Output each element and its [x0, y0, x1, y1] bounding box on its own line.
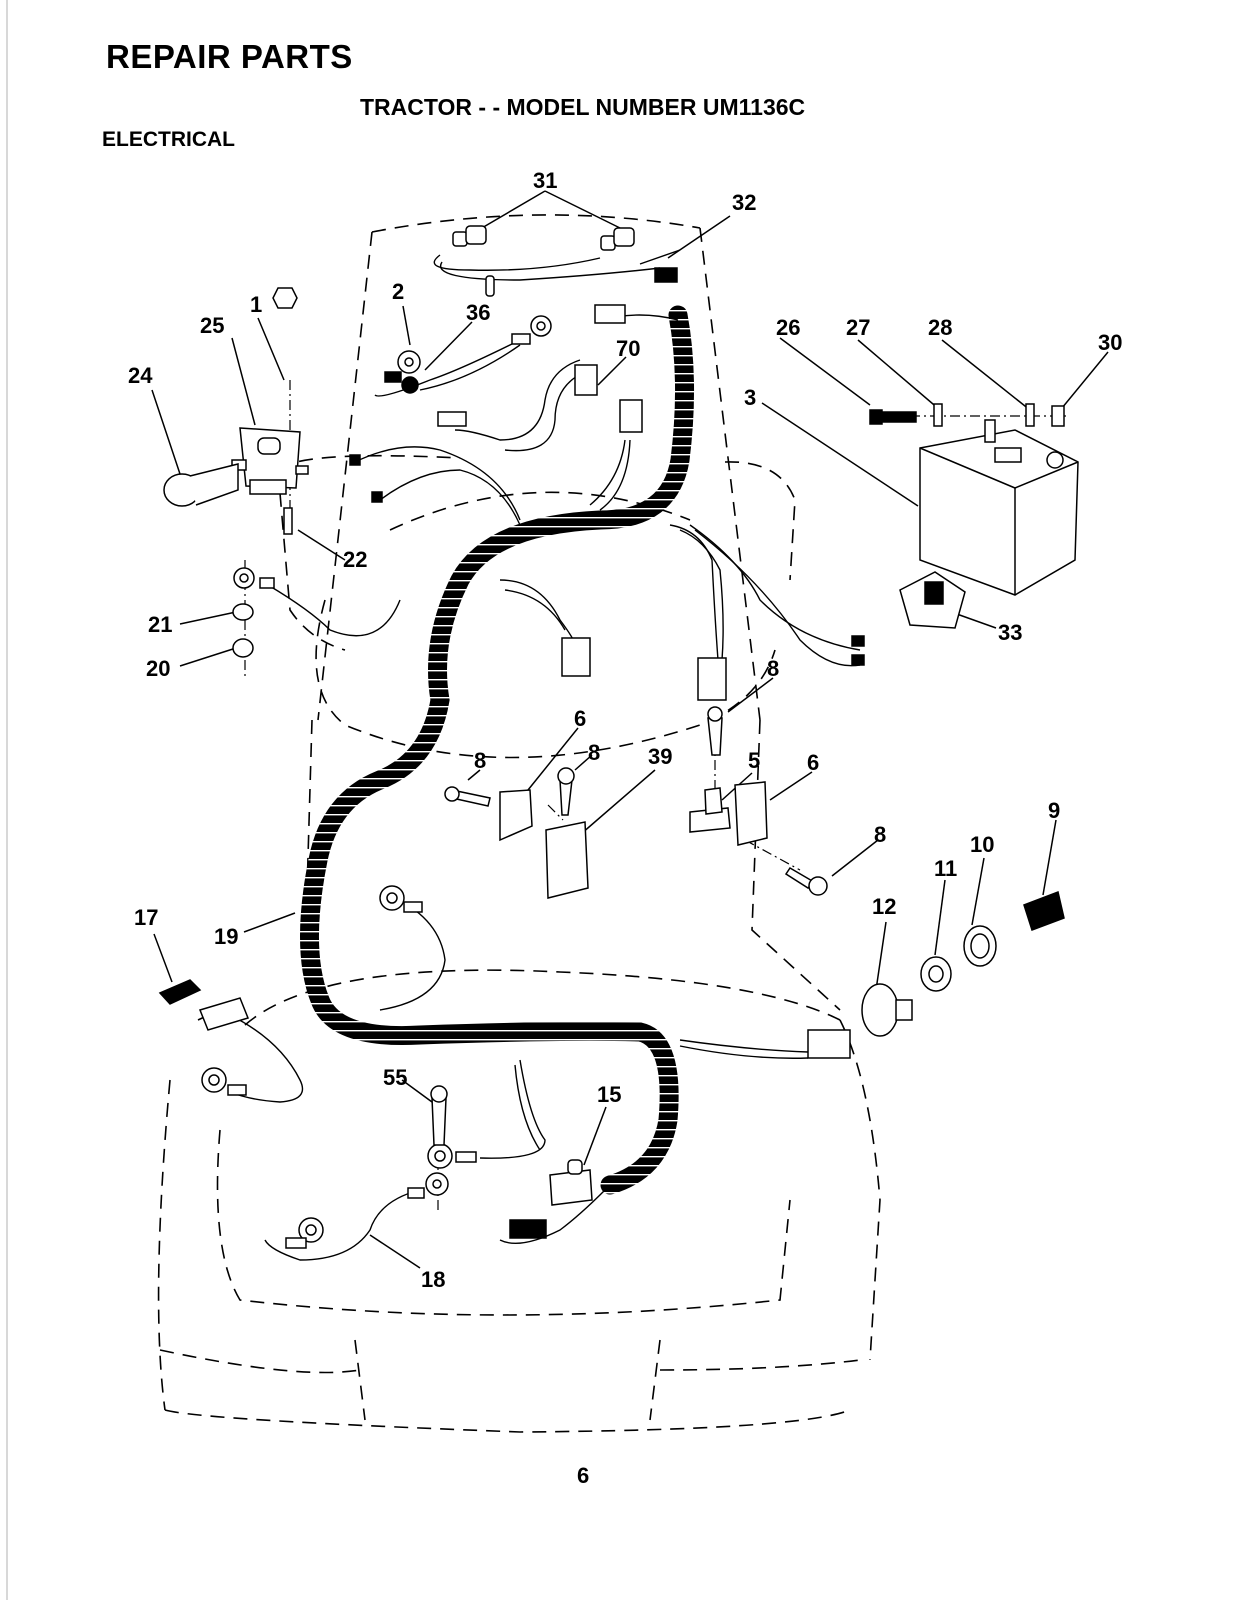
callout: 70 [616, 336, 640, 361]
scan-edge [6, 0, 8, 1600]
callout: 21 [148, 612, 172, 637]
hex-nut [232, 638, 254, 658]
brackets [545, 787, 731, 899]
wiring [229, 249, 861, 1261]
leader-lines [151, 190, 1109, 1269]
connector-lower-right [697, 657, 727, 701]
callout: 18 [421, 1267, 445, 1292]
fuse [158, 979, 250, 1031]
callout: 6 [807, 750, 819, 775]
callout: 26 [776, 315, 800, 340]
callout: 8 [474, 748, 486, 773]
harness-connector [594, 304, 626, 324]
headlight-bulbs [452, 225, 635, 251]
connector-small [437, 411, 467, 427]
section-title: ELECTRICAL [102, 128, 235, 151]
connector-plug [619, 399, 643, 433]
callout: 22 [343, 547, 367, 572]
callout: 28 [928, 315, 952, 340]
callout: 27 [846, 315, 870, 340]
callout: 2 [392, 279, 404, 304]
callout: 15 [597, 1082, 621, 1107]
battery-hardware [869, 403, 1065, 427]
rocker-switch [899, 571, 966, 629]
screws [430, 706, 828, 1146]
callout: 31 [533, 168, 557, 193]
callout: 33 [998, 620, 1022, 645]
callout-labels: 31 32 1 2 36 25 24 70 26 27 28 30 3 22 2… [128, 168, 1122, 1292]
callout: 19 [214, 924, 238, 949]
callout: 8 [874, 822, 886, 847]
ring-terminals [201, 315, 552, 1249]
callout: 9 [1048, 798, 1060, 823]
ignition-nut [920, 956, 952, 992]
callout: 17 [134, 905, 158, 930]
callout: 25 [200, 313, 224, 338]
callout: 36 [466, 300, 490, 325]
ignition-connector [807, 1029, 851, 1059]
connector-lower-left [561, 637, 591, 677]
interlock-switch [549, 1159, 593, 1206]
ignition-key [1023, 890, 1065, 931]
callout: 12 [872, 894, 896, 919]
terminal-boot [163, 463, 239, 507]
callout: 30 [1098, 330, 1122, 355]
callout: 1 [250, 292, 262, 317]
connector-70 [574, 364, 598, 396]
starter-solenoid [231, 427, 309, 495]
interlock-connector [509, 1219, 547, 1239]
tractor-outline [157, 214, 881, 1433]
battery [919, 419, 1079, 596]
page-subtitle: TRACTOR - - MODEL NUMBER UM1136C [360, 94, 806, 120]
callout: 24 [128, 363, 153, 388]
nut [272, 287, 298, 309]
callout: 32 [732, 190, 756, 215]
callout: 20 [146, 656, 170, 681]
spade-terminals [349, 275, 865, 666]
components [158, 225, 1079, 1249]
callout: 55 [383, 1065, 407, 1090]
coiled-harness [300, 305, 695, 1195]
callout: 8 [767, 656, 779, 681]
callout: 3 [744, 385, 756, 410]
callout: 39 [648, 744, 672, 769]
callout: 10 [970, 832, 994, 857]
page-title: REPAIR PARTS [106, 38, 353, 75]
callout: 11 [934, 856, 957, 881]
bezel [963, 925, 997, 967]
headlight-connector [654, 267, 678, 283]
safety-switch [499, 781, 768, 846]
callout: 6 [574, 706, 586, 731]
callout: 8 [588, 740, 600, 765]
lock-washer [232, 603, 254, 621]
page-number: 6 [577, 1463, 590, 1488]
callout: 5 [748, 748, 760, 773]
ignition-switch [861, 983, 913, 1037]
bolt [283, 507, 293, 535]
